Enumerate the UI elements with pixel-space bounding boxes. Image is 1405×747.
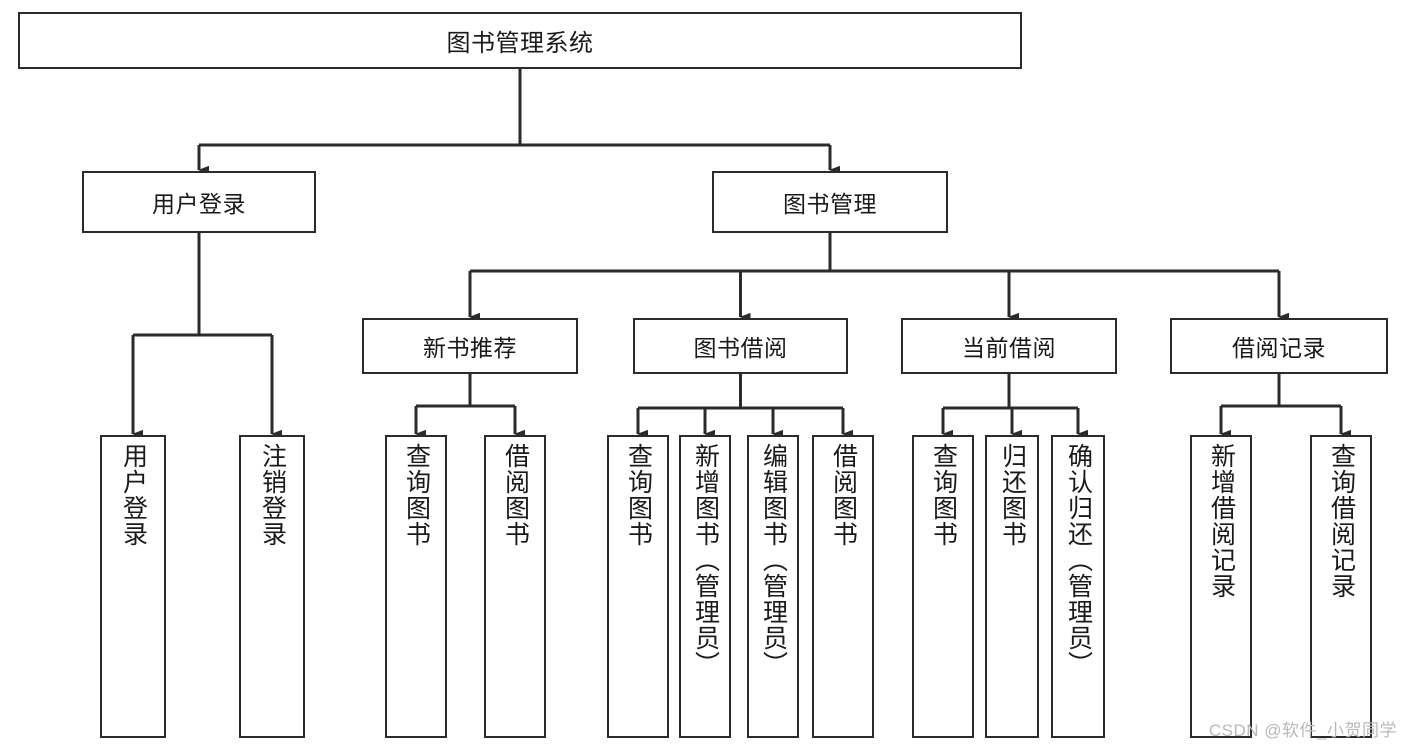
leaf-query-borrow-record-label: 查询借阅记录 [1327, 443, 1356, 599]
node-user-login-label: 用户登录 [152, 191, 246, 217]
node-borrow-record[interactable]: 借阅记录 [1170, 318, 1388, 374]
leaf-logout-label: 注销登录 [258, 443, 287, 547]
leaf-query-borrow-record[interactable]: 查询借阅记录 [1310, 435, 1372, 738]
node-borrow-record-label: 借阅记录 [1232, 335, 1326, 361]
leaf-add-borrow-record-label: 新增借阅记录 [1207, 443, 1236, 599]
leaf-add-book-admin-label: 新增图书（管理员） [691, 443, 720, 677]
leaf-borrow-book-label: 借阅图书 [829, 443, 858, 547]
node-book-management[interactable]: 图书管理 [712, 171, 948, 233]
leaf-confirm-return-admin[interactable]: 确认归还（管理员） [1051, 435, 1105, 738]
leaf-logout[interactable]: 注销登录 [239, 435, 305, 738]
leaf-borrow-book-recommend[interactable]: 借阅图书 [484, 435, 546, 738]
node-current-borrow[interactable]: 当前借阅 [901, 318, 1117, 374]
leaf-query-book-current[interactable]: 查询图书 [912, 435, 974, 738]
leaf-borrow-book-recommend-label: 借阅图书 [501, 443, 530, 547]
node-root[interactable]: 图书管理系统 [18, 12, 1022, 69]
leaf-confirm-return-admin-label: 确认归还（管理员） [1064, 443, 1093, 677]
node-root-label: 图书管理系统 [446, 30, 594, 57]
leaf-edit-book-admin-label: 编辑图书（管理员） [759, 443, 788, 677]
node-new-book-recommend-label: 新书推荐 [423, 335, 517, 361]
leaf-query-book-current-label: 查询图书 [929, 443, 958, 547]
leaf-borrow-book[interactable]: 借阅图书 [812, 435, 874, 738]
node-book-borrow[interactable]: 图书借阅 [633, 318, 848, 374]
node-book-borrow-label: 图书借阅 [693, 335, 788, 361]
leaf-query-book-borrow[interactable]: 查询图书 [607, 435, 669, 738]
leaf-query-book-recommend-label: 查询图书 [402, 443, 431, 547]
leaf-query-book-borrow-label: 查询图书 [624, 443, 653, 547]
leaf-edit-book-admin[interactable]: 编辑图书（管理员） [747, 435, 799, 738]
node-book-management-label: 图书管理 [783, 191, 877, 217]
leaf-add-book-admin[interactable]: 新增图书（管理员） [679, 435, 731, 738]
node-current-borrow-label: 当前借阅 [962, 335, 1056, 361]
node-user-login[interactable]: 用户登录 [82, 171, 316, 233]
watermark: CSDN @软件_小贺同学 [1208, 721, 1397, 740]
node-new-book-recommend[interactable]: 新书推荐 [362, 318, 578, 374]
leaf-return-book[interactable]: 归还图书 [985, 435, 1039, 738]
leaf-user-login-label: 用户登录 [119, 443, 148, 547]
leaf-query-book-recommend[interactable]: 查询图书 [385, 435, 447, 738]
leaf-return-book-label: 归还图书 [998, 443, 1027, 547]
leaf-user-login[interactable]: 用户登录 [100, 435, 166, 738]
leaf-add-borrow-record[interactable]: 新增借阅记录 [1190, 435, 1252, 738]
